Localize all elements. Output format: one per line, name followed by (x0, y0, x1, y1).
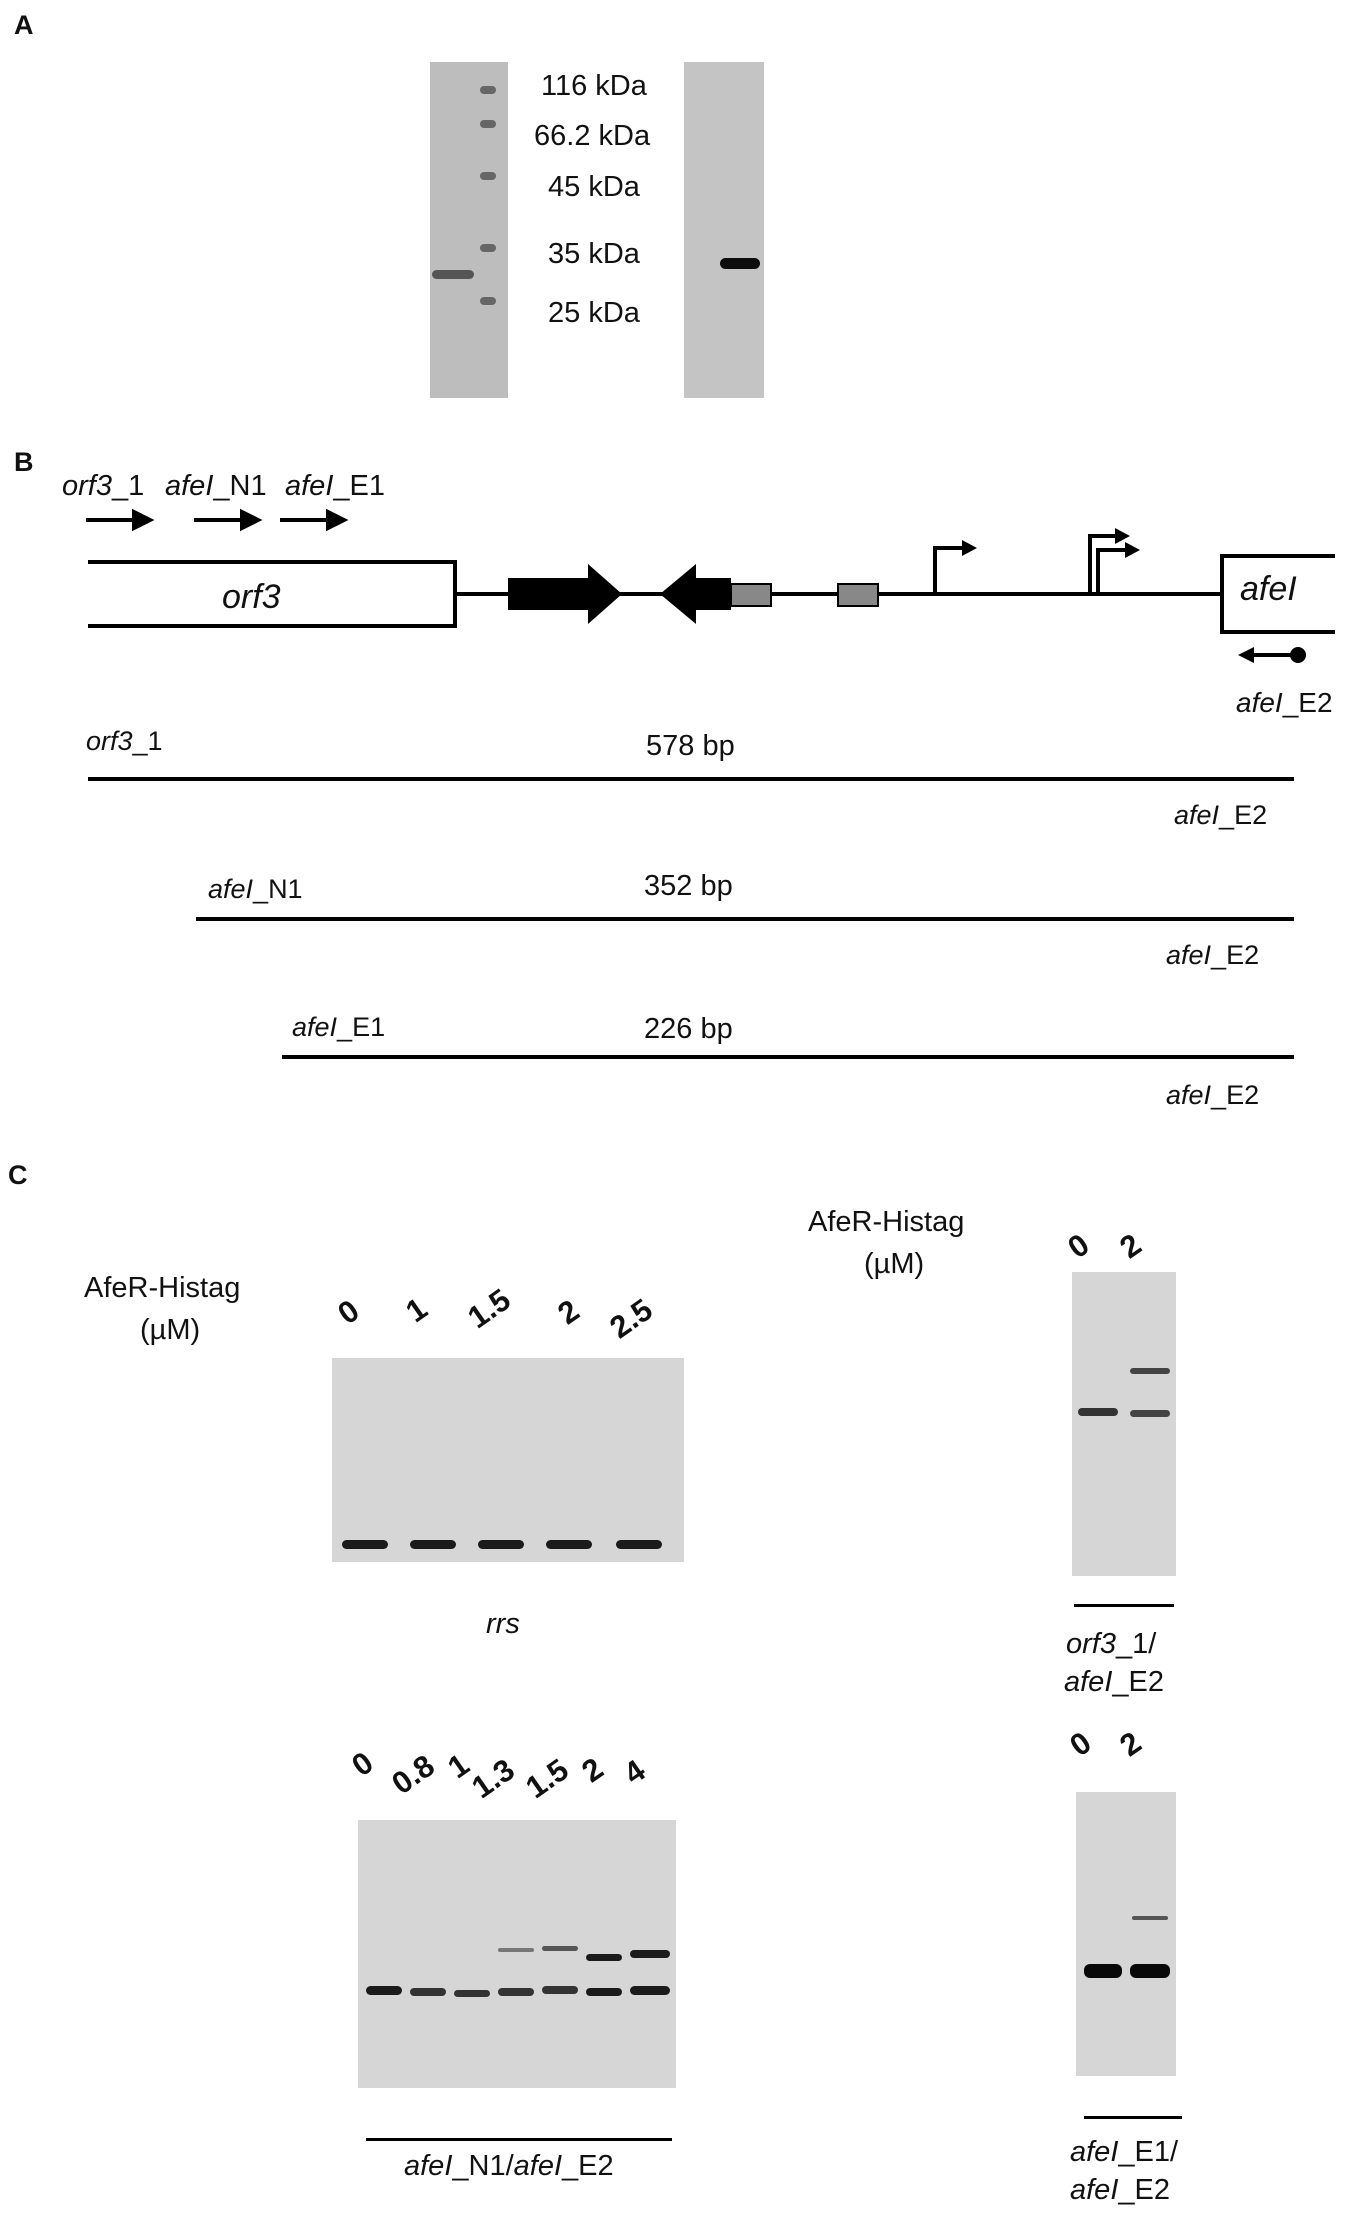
e1-lane-2: 2 (1113, 1724, 1148, 1764)
product3-size: 226 bp (644, 1013, 733, 1045)
product3-end: afeI_E2 (1166, 1080, 1260, 1110)
gene-orf3-label: orf3 (222, 578, 281, 616)
emsa-gel-e1 (1076, 1792, 1176, 2076)
western-blot (684, 62, 764, 398)
product3-start: afeI_E1 (292, 1012, 386, 1042)
product1-start: orf3_1 (86, 726, 163, 756)
n1-lane-6: 4 (617, 1752, 652, 1792)
product2-line (196, 917, 1294, 921)
emsa-gel-orf3 (1072, 1272, 1176, 1576)
marker-116: 116 kDa (541, 70, 647, 102)
orf3-caption-rule (1074, 1604, 1174, 1607)
n1-caption: afeI_N1/afeI_E2 (404, 2150, 614, 2182)
protein-label-left: AfeR-Histag (84, 1272, 241, 1304)
product3-line (282, 1055, 1294, 1059)
e1-caption-rule (1084, 2116, 1182, 2119)
rrs-lane-3: 2 (551, 1292, 586, 1332)
n1-lane-5: 2 (575, 1750, 610, 1790)
n1-lane-4: 1.5 (519, 1751, 575, 1806)
rrs-lane-0: 0 (331, 1292, 366, 1332)
rrs-caption: rrs (486, 1608, 520, 1640)
rrs-lane-2: 1.5 (461, 1281, 517, 1336)
gene-afei-label: afeI (1240, 570, 1297, 608)
panel-c-letter: C (8, 1160, 28, 1190)
product2-end: afeI_E2 (1166, 940, 1260, 970)
e1-caption-line1: afeI_E1/ (1070, 2136, 1179, 2168)
reverse-primer-label: afeI_E2 (1236, 687, 1333, 718)
product1-line (88, 777, 1294, 781)
e1-caption-line2: afeI_E2 (1070, 2174, 1170, 2206)
product2-start: afeI_N1 (208, 874, 303, 904)
emsa-gel-n1 (358, 1820, 676, 2088)
orf3-lane-0: 0 (1061, 1226, 1096, 1266)
product1-size: 578 bp (646, 730, 735, 762)
rrs-lane-1: 1 (399, 1290, 434, 1330)
sds-page-gel (430, 62, 508, 398)
orf3-lane-2: 2 (1113, 1226, 1148, 1266)
unit-label-left: (µM) (140, 1314, 201, 1346)
orf3-caption-line1: orf3_1/ (1066, 1628, 1157, 1660)
n1-caption-rule (366, 2138, 672, 2141)
unit-label-right: (µM) (864, 1248, 925, 1280)
panel-b-letter: B (14, 447, 34, 477)
n1-lane-1: 0.8 (385, 1747, 441, 1802)
primer-afei-e1-label: afeI_E1 (285, 470, 385, 502)
marker-66: 66.2 kDa (534, 120, 651, 152)
product1-end: afeI_E2 (1174, 800, 1268, 830)
marker-25: 25 kDa (548, 297, 640, 329)
primer-afei-n1-label: afeI_N1 (165, 470, 267, 502)
emsa-gel-rrs (332, 1358, 684, 1562)
marker-45: 45 kDa (548, 171, 640, 203)
e1-lane-0: 0 (1063, 1724, 1098, 1764)
marker-35: 35 kDa (548, 238, 640, 270)
orf3-caption-line2: afeI_E2 (1064, 1666, 1164, 1698)
n1-lane-3: 1.3 (465, 1751, 521, 1806)
primer-orf3-1-label: orf3_1 (62, 470, 145, 502)
gene-map (86, 508, 1335, 663)
panel-a-letter: A (14, 10, 34, 40)
n1-lane-0: 0 (345, 1744, 380, 1784)
product2-size: 352 bp (644, 870, 733, 902)
rrs-lane-4: 2.5 (603, 1291, 659, 1346)
protein-label-right: AfeR-Histag (808, 1206, 965, 1238)
